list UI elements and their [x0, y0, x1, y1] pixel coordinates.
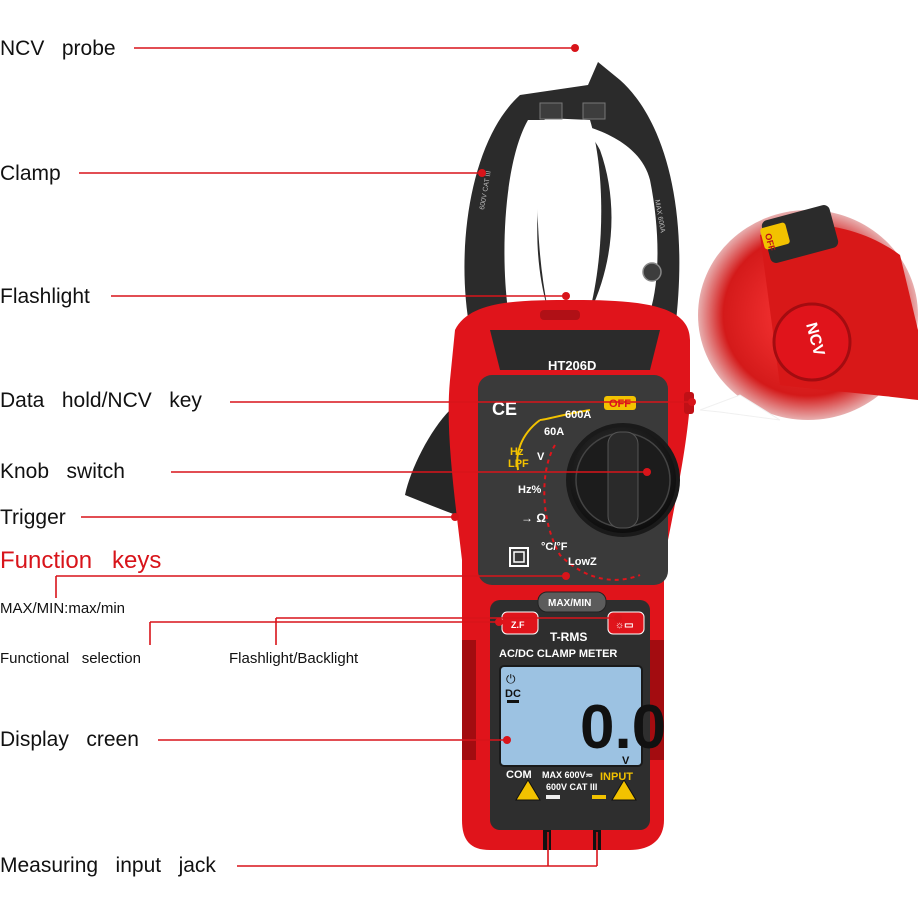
diode-ohm-label: → Ω [521, 511, 546, 525]
input-label: INPUT [600, 771, 633, 783]
knob-switch[interactable] [566, 423, 680, 537]
lcd-reading: 0.0 [580, 693, 666, 762]
acdc-label: AC/DC CLAMP METER [499, 648, 617, 660]
callout-function-keys: Function keys [0, 547, 162, 574]
callout-flashlight: Flashlight [0, 285, 90, 308]
callout-measuring-jack: Measuring input jack [0, 854, 216, 877]
ce-mark: CE [492, 399, 517, 419]
jack-area [515, 779, 637, 850]
callout-display-screen: Display creen [0, 728, 139, 751]
range-600a: 600A [565, 409, 591, 421]
callout-maxmin: MAX/MIN:max/min [0, 600, 126, 617]
maxmin-key[interactable] [537, 591, 607, 613]
cat-label: 600V CAT III [546, 782, 597, 792]
lcd-dc-label: DC [505, 688, 521, 700]
clamp-jaw: 600V CAT III MAX 600A [464, 62, 680, 330]
off-label: OFF [609, 398, 631, 410]
callout-dots [451, 44, 696, 744]
maxmin-key-label: MAX/MIN [548, 598, 591, 609]
zf-key-label: Z.F [511, 620, 525, 630]
callout-data-hold: Data hold/NCV key [0, 389, 202, 412]
callout-knob-switch: Knob switch [0, 460, 125, 483]
trms-label: T-RMS [550, 630, 587, 644]
display-screen [499, 665, 643, 767]
callout-trigger: Trigger [0, 506, 66, 529]
hz-label: Hz [510, 446, 524, 458]
temp-label: °C/°F [541, 541, 568, 553]
max600-label: MAX 600V≂ [542, 770, 593, 780]
v-label: V [537, 451, 545, 463]
callout-ncv-probe: NCV probe [0, 37, 116, 60]
data-hold-inset: OFF NCV [698, 205, 918, 421]
callout-clamp: Clamp [0, 162, 61, 185]
com-label: COM [506, 769, 532, 781]
lowz-label: LowZ [568, 556, 597, 568]
range-60a: 60A [544, 426, 564, 438]
model-label: HT206D [548, 358, 596, 373]
lcd-unit: V [622, 755, 630, 767]
callout-flashlight-backlight: Flashlight/Backlight [229, 650, 359, 667]
callout-lines [55, 47, 692, 867]
inset-off-text: OFF [763, 232, 777, 252]
callout-functional-selection: Functional selection [0, 650, 141, 667]
power-icon: ⏻ [506, 672, 516, 686]
lpf-label: LPF [508, 458, 529, 470]
dial-legend [516, 409, 641, 581]
flashlight-key-icon: ☼▭ [615, 620, 634, 631]
hz-pct-label: Hz% [518, 484, 541, 496]
